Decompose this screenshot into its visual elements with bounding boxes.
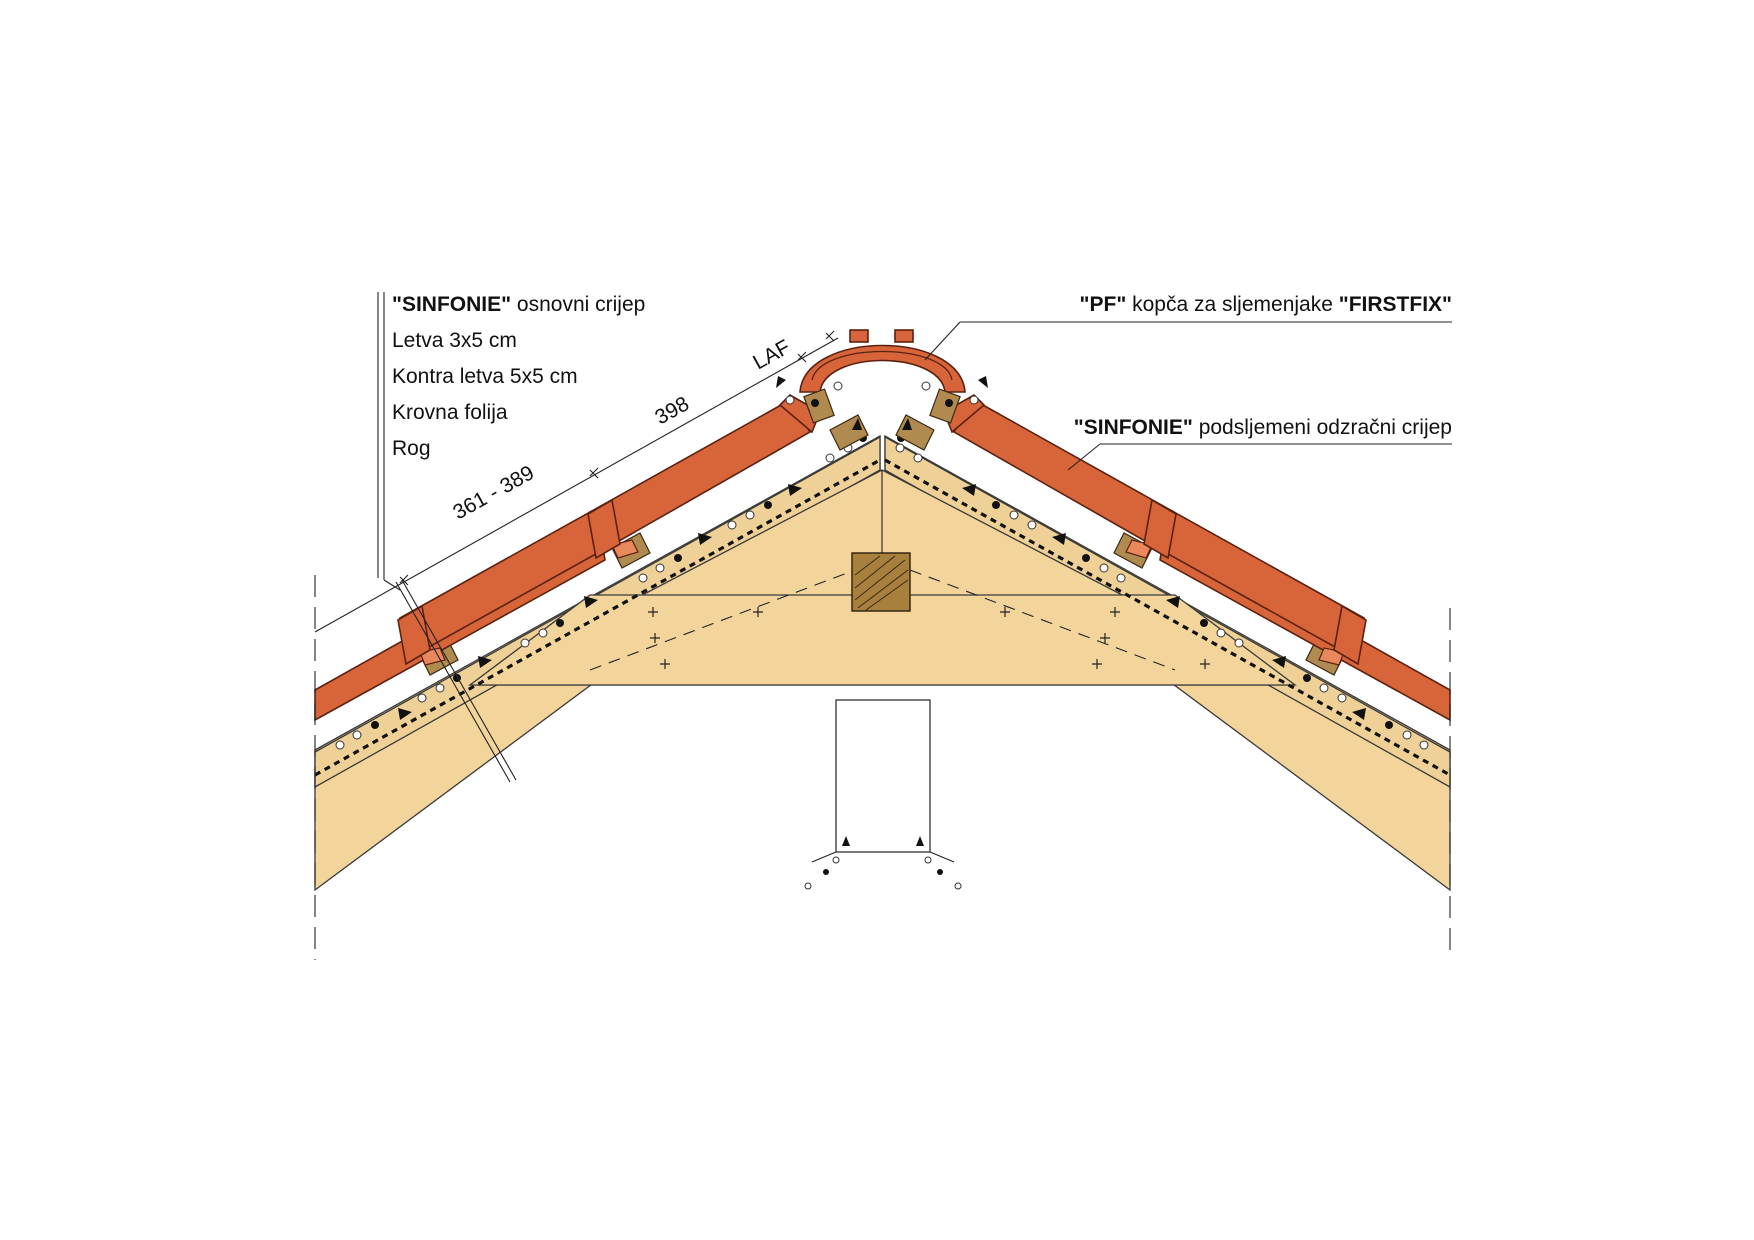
- label-counter-batten: Kontra letva 5x5 cm: [392, 365, 578, 388]
- post-marks: [804, 836, 962, 890]
- right-roof-tiles: [942, 394, 1451, 722]
- dimension-361-389: 361 - 389: [449, 461, 538, 524]
- label-batten: Letva 3x5 cm: [392, 329, 517, 352]
- roof-dimension-line: [314, 330, 839, 783]
- label-roof-foil: Krovna folija: [392, 401, 508, 424]
- ridge-beam-grain: [854, 555, 909, 611]
- pf-leader-line: [924, 321, 961, 361]
- ridge-leader-line: [1067, 443, 1101, 471]
- collar-beam: [468, 594, 1297, 686]
- right-ventilation-marks: [895, 434, 1429, 750]
- left-label-bracket: [377, 292, 401, 591]
- right-roof-foil: [884, 458, 1451, 777]
- dimension-laf: LAF: [749, 336, 794, 375]
- left-diagonal-hidden: [589, 569, 856, 671]
- ridge-cap-tile: [799, 329, 966, 393]
- right-diagonal-hidden: [909, 569, 1176, 671]
- ridge-beam: [851, 552, 911, 612]
- firstfix-clips: [776, 376, 988, 430]
- label-ridge-vent-tile: "SINFONIE" podsljemeni odzračni crijep: [1074, 416, 1452, 439]
- truss-nails: [648, 607, 1210, 669]
- label-sinfonie-basic-tile: "SINFONIE" osnovni crijep: [392, 293, 645, 316]
- dimension-398: 398: [651, 392, 693, 429]
- left-roof-foil: [314, 458, 881, 777]
- label-rafter: Rog: [392, 437, 431, 460]
- label-pf-firstfix-clip: "PF" kopča za sljemenjake "FIRSTFIX": [1080, 293, 1452, 316]
- post-below: [835, 699, 931, 853]
